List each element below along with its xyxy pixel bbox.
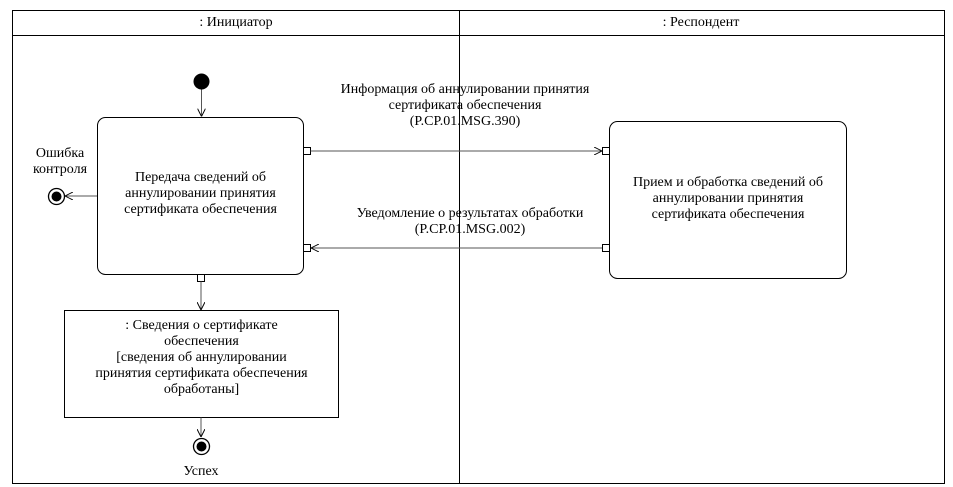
object-node-label-line: обработаны] xyxy=(163,382,240,397)
msg-390-label-line: сертификата обеспечения xyxy=(388,98,542,113)
output-pin-result xyxy=(197,274,205,282)
lane-respondent-title: : Респондент xyxy=(662,15,740,30)
msg-002-label: Уведомление о результатах обработки (P.C… xyxy=(315,206,625,238)
input-pin-msg-002 xyxy=(303,244,311,252)
object-node-label: : Сведения о сертификате обеспечения [св… xyxy=(64,318,339,398)
msg-002-label-line: (P.CP.01.MSG.002) xyxy=(414,222,526,237)
error-final-label: Ошибка контроля xyxy=(25,146,95,178)
receive-action xyxy=(609,121,847,279)
transfer-action-label-line: аннулировании принятия xyxy=(125,186,276,201)
receive-action-label: Прием и обработка сведений об аннулирова… xyxy=(609,175,847,223)
lane-initiator-title: : Инициатор xyxy=(199,15,273,30)
object-node-label-line: [сведения об аннулировании xyxy=(116,350,287,365)
error-final-label-line: контроля xyxy=(32,162,88,177)
initial-node xyxy=(193,73,210,90)
msg-390-label-line: (P.CP.01.MSG.390) xyxy=(409,114,521,129)
receive-action-label-line: сертификата обеспечения xyxy=(651,207,805,222)
success-final-node-inner xyxy=(196,441,207,452)
transfer-action-label: Передача сведений об аннулировании приня… xyxy=(97,170,304,218)
success-final-label: Успех xyxy=(183,464,219,479)
msg-390-label: Информация об аннулировании принятия сер… xyxy=(300,82,630,130)
receive-action-label-line: аннулировании принятия xyxy=(652,191,804,206)
error-final-label-line: Ошибка xyxy=(35,146,85,161)
output-pin-msg-390 xyxy=(303,147,311,155)
object-node-label-line: : Сведения о сертификате xyxy=(125,318,278,333)
msg-390-label-line: Информация об аннулировании принятия xyxy=(340,82,590,97)
msg-002-label-line: Уведомление о результатах обработки xyxy=(356,206,584,221)
error-final-node-inner xyxy=(51,191,62,202)
object-node-label-line: обеспечения xyxy=(164,334,239,349)
object-node-label-line: принятия сертификата обеспечения xyxy=(95,366,308,381)
receive-action-label-line: Прием и обработка сведений об xyxy=(632,175,824,190)
transfer-action-label-line: Передача сведений об xyxy=(134,170,267,185)
input-pin-msg-390 xyxy=(602,147,610,155)
output-pin-msg-002 xyxy=(602,244,610,252)
transfer-action-label-line: сертификата обеспечения xyxy=(124,202,277,217)
